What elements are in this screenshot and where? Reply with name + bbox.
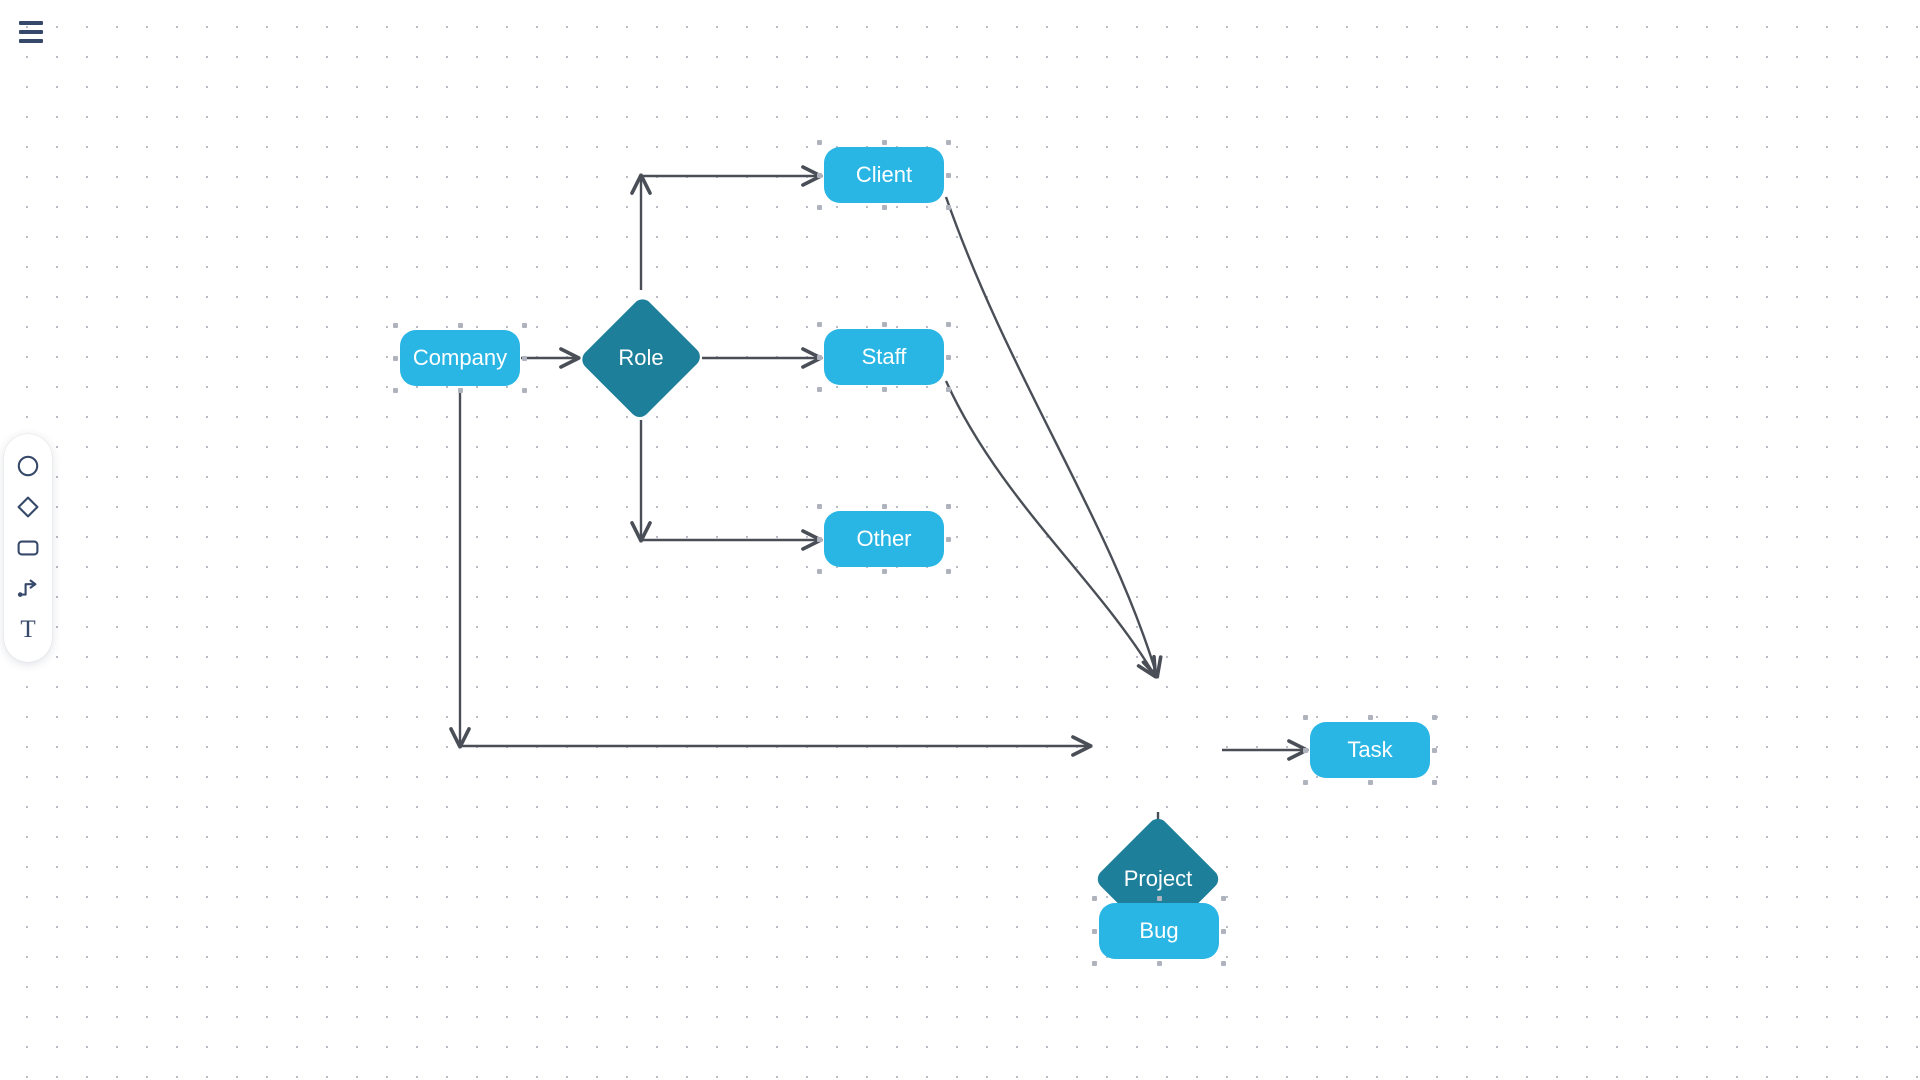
node-staff[interactable]: Staff bbox=[817, 322, 951, 392]
edge-staff-project[interactable] bbox=[944, 380, 1158, 679]
node-project[interactable]: Project bbox=[1093, 814, 1223, 944]
node-task-label: Task bbox=[1347, 737, 1393, 762]
circle-icon bbox=[16, 454, 40, 478]
node-staff-label: Staff bbox=[861, 344, 907, 369]
node-task-shape: Task bbox=[1310, 722, 1430, 778]
connector-icon bbox=[16, 577, 40, 601]
node-client-shape: Client bbox=[824, 147, 944, 203]
tool-ellipse-button[interactable] bbox=[10, 449, 46, 483]
text-icon: T bbox=[20, 616, 36, 644]
tool-connector-button[interactable] bbox=[10, 572, 46, 606]
node-client-label: Client bbox=[855, 162, 913, 187]
tool-text-button[interactable]: T bbox=[10, 613, 46, 647]
shape-toolbar: T bbox=[4, 434, 52, 662]
tool-diamond-button[interactable] bbox=[10, 490, 46, 524]
node-other-label: Other bbox=[856, 526, 912, 551]
edge-client-project[interactable] bbox=[944, 196, 1163, 679]
node-bug[interactable]: Bug bbox=[1092, 896, 1226, 966]
node-other-shape: Other bbox=[824, 511, 944, 567]
diamond-icon bbox=[16, 495, 40, 519]
node-company[interactable]: Company bbox=[393, 323, 527, 393]
tool-rectangle-button[interactable] bbox=[10, 531, 46, 565]
node-company-shape: Company bbox=[400, 330, 520, 386]
node-role-label: Role bbox=[618, 345, 664, 370]
node-task[interactable]: Task bbox=[1303, 715, 1437, 785]
hamburger-menu-icon[interactable] bbox=[13, 14, 49, 50]
menu-bar-3 bbox=[19, 39, 43, 43]
node-company-label: Company bbox=[412, 345, 508, 370]
node-project-label: Project bbox=[1123, 866, 1193, 891]
node-other[interactable]: Other bbox=[817, 504, 951, 574]
rectangle-icon bbox=[16, 536, 40, 560]
node-client[interactable]: Client bbox=[817, 140, 951, 210]
node-bug-shape: Bug bbox=[1099, 903, 1219, 959]
node-role[interactable]: Role bbox=[578, 294, 704, 422]
menu-bar-1 bbox=[19, 21, 43, 25]
menu-bar-2 bbox=[19, 30, 43, 34]
node-staff-shape: Staff bbox=[824, 329, 944, 385]
node-bug-label: Bug bbox=[1139, 918, 1179, 943]
